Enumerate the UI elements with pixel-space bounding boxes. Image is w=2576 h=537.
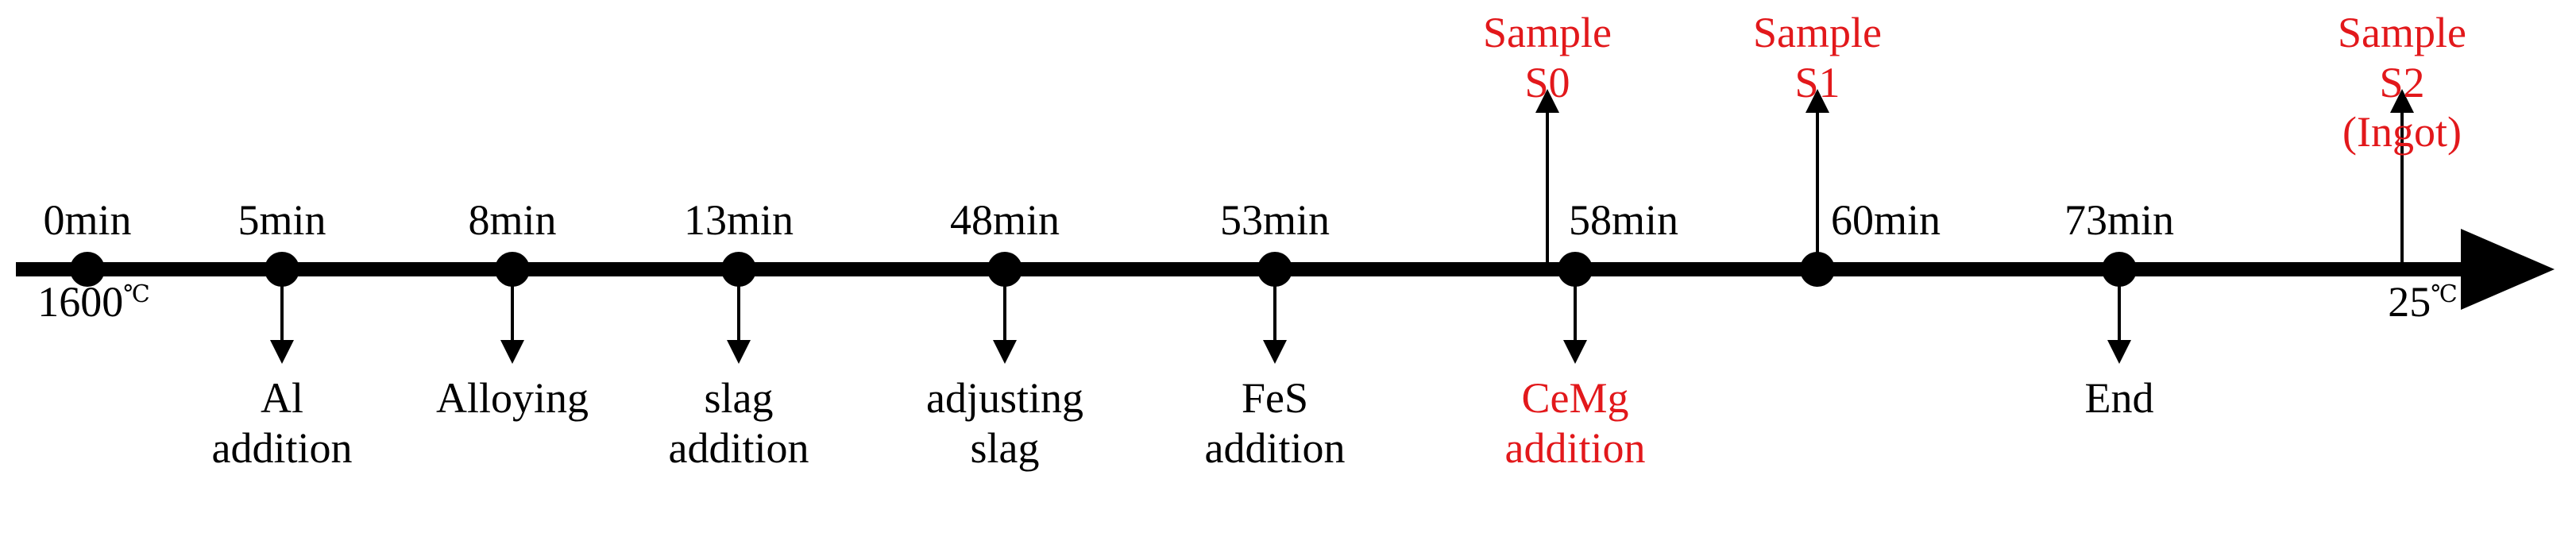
connector-stem-8min [511, 276, 514, 344]
start-temperature-label: 1600℃ [37, 280, 150, 323]
event-dot-0min[interactable] [70, 252, 105, 287]
arrow-down-icon-73min [2107, 340, 2131, 364]
arrow-up-icon-sample-s0 [1535, 89, 1559, 113]
arrow-down-icon-13min [727, 340, 751, 364]
end-temperature-unit: ℃ [2431, 281, 2458, 307]
arrow-down-icon-8min [500, 340, 524, 364]
arrow-down-icon-5min [270, 340, 294, 364]
arrow-down-icon-48min [993, 340, 1017, 364]
action-label-alloying: Alloying [435, 374, 589, 422]
connector-stem-53min [1273, 276, 1276, 344]
sample-label-s1: Sample S1 [1753, 9, 1882, 106]
action-label-al-addition: Al addition [211, 374, 353, 472]
time-label-5min: 5min [238, 196, 326, 244]
action-label-slag-addition: slag addition [668, 374, 809, 472]
action-label-end: End [2084, 374, 2154, 422]
connector-stem-5min [280, 276, 284, 344]
connector-stem-58min-down [1574, 276, 1577, 344]
sample-label-s2: Sample S2 (Ingot) [2338, 9, 2466, 156]
action-label-fes-addition: FeS addition [1204, 374, 1346, 472]
time-label-53min: 53min [1219, 196, 1330, 244]
end-temperature-label: 25℃ [2388, 280, 2458, 323]
arrow-down-icon-53min [1263, 340, 1287, 364]
connector-stem-sample-s2 [2400, 113, 2404, 270]
sample-label-s0: Sample S0 [1483, 9, 1612, 106]
time-label-0min: 0min [43, 196, 132, 244]
start-temperature-unit: ℃ [123, 281, 150, 307]
start-temperature-value: 1600 [37, 278, 124, 326]
time-label-48min: 48min [949, 196, 1060, 244]
action-label-adjusting-slag: adjusting slag [926, 374, 1083, 472]
action-label-cemg-addition: CeMg addition [1504, 374, 1646, 472]
connector-stem-73min [2118, 276, 2121, 344]
time-label-8min: 8min [468, 196, 557, 244]
arrow-down-icon-58min [1563, 340, 1587, 364]
timeline-axis-arrowhead-icon [2461, 229, 2555, 310]
connector-stem-sample-s1 [1816, 113, 1819, 270]
connector-stem-sample-s0 [1546, 113, 1549, 270]
time-label-60min: 60min [1831, 196, 1941, 244]
arrow-up-icon-sample-s1 [1806, 89, 1829, 113]
time-label-73min: 73min [2064, 196, 2175, 244]
end-temperature-value: 25 [2388, 278, 2431, 326]
connector-stem-13min [737, 276, 740, 344]
time-label-13min: 13min [683, 196, 794, 244]
timeline-axis [16, 262, 2482, 276]
time-label-58min: 58min [1569, 196, 1679, 244]
arrow-up-icon-sample-s2 [2390, 89, 2414, 113]
connector-stem-48min [1003, 276, 1006, 344]
